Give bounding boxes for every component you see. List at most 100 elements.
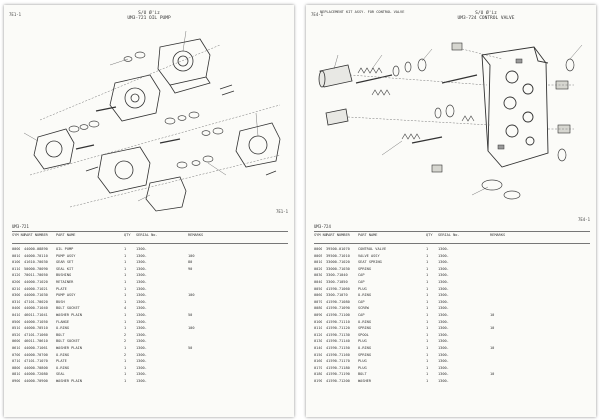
qty-cell: 1 — [426, 293, 429, 298]
serial-cell: 1300- — [136, 339, 147, 344]
serial-cell: 1300- — [136, 326, 147, 331]
part-number-cell: 41590-71080 — [326, 299, 350, 304]
page-id-top: 7E1-1 — [9, 12, 22, 17]
table-rule-top — [314, 231, 590, 232]
qty-cell: 1 — [426, 253, 429, 258]
part-name-cell: BOLT — [56, 332, 65, 337]
part-name-cell: PLUG — [358, 359, 367, 364]
col-sym: SYM NO. — [314, 233, 330, 237]
col-qty: QTY — [426, 233, 433, 237]
qty-cell: 1 — [426, 319, 429, 324]
part-number-cell: 41590-71110 — [326, 319, 350, 324]
sym-cell: 0160 — [314, 359, 322, 364]
part-name-cell: PUMP ASSY — [56, 253, 76, 258]
sym-cell: 0010 — [12, 253, 20, 258]
part-number-cell: 44000-71021 — [24, 286, 48, 291]
part-name-cell: O-RING — [358, 293, 371, 298]
sym-cell: 0000 — [314, 247, 322, 251]
qty-cell: 1 — [426, 365, 429, 370]
sym-cell: 0710 — [12, 359, 20, 364]
remarks-cell: 80 — [188, 260, 193, 265]
header-line: S/U Ø'iz — [475, 11, 497, 16]
qty-cell: 2 — [124, 352, 127, 357]
sym-cell: 0610 — [12, 345, 20, 350]
part-name-cell: RETAINER — [56, 279, 74, 284]
serial-cell: 1300- — [136, 273, 147, 278]
serial-cell: 1300- — [438, 345, 449, 350]
qty-cell: 1 — [426, 247, 429, 251]
sym-cell: 0180 — [314, 372, 322, 377]
exploded-diagram-oil-pump — [10, 25, 288, 215]
header-code: UM3-724 — [457, 16, 477, 21]
qty-cell: 1 — [124, 253, 127, 258]
part-number-cell: 3300-71040 — [326, 273, 348, 278]
part-name-cell: BOLT SOCKET — [56, 339, 80, 344]
page-id-top: 7E4-1 — [311, 12, 324, 17]
part-number-cell: 44000-70110 — [24, 253, 48, 258]
sym-cell: 0210 — [12, 286, 20, 291]
sym-cell: 0900 — [12, 378, 20, 383]
qty-cell: 1 — [124, 319, 127, 324]
serial-cell: 1300- — [136, 293, 147, 298]
qty-cell: 1 — [426, 339, 429, 344]
header-note: REPLACEMENT KIT ASSY. FOR CONTROL VALVE — [320, 10, 405, 14]
sym-cell: 0150 — [314, 352, 322, 357]
col-part-number: PART NUMBER — [326, 233, 350, 237]
qty-cell: 1 — [124, 359, 127, 364]
serial-cell: 1300- — [136, 345, 147, 350]
qty-cell: 1 — [426, 352, 429, 357]
part-number-cell: 41590-71120 — [326, 326, 350, 331]
part-number-cell: 33000-71030 — [326, 266, 350, 271]
serial-cell: 1300- — [136, 319, 147, 324]
table-header: SYM NO. PART NUMBER PART NAME QTY SERIAL… — [314, 233, 590, 243]
part-number-cell: 44000-71050 — [24, 319, 48, 324]
part-name-cell: WASHER — [358, 378, 371, 383]
qty-cell: 1 — [124, 378, 127, 383]
part-name-cell: PLATE — [56, 359, 67, 364]
col-remarks: REMARKS — [188, 233, 204, 237]
header-code: UM3-721 — [127, 16, 147, 21]
part-name-cell: PUMP ASSY — [56, 293, 76, 298]
serial-cell: 1300- — [438, 378, 449, 383]
sym-cell: 0120 — [12, 273, 20, 278]
part-name-cell: O-RING — [56, 352, 69, 357]
col-qty: QTY — [124, 233, 131, 237]
serial-cell: 1300- — [438, 365, 449, 370]
qty-cell: 2 — [124, 339, 127, 344]
serial-cell: 1300- — [438, 306, 449, 311]
remarks-cell: 100 — [188, 326, 195, 331]
serial-cell: 1300- — [136, 260, 147, 265]
remarks-cell: 50 — [188, 312, 193, 317]
qty-cell: 1 — [426, 260, 429, 265]
part-name-cell: FLANGE — [56, 319, 69, 324]
qty-cell: 1 — [124, 286, 127, 291]
part-number-cell: 41590-71100 — [326, 312, 350, 317]
part-number-cell: 44000-71020 — [24, 279, 48, 284]
part-name-cell: CAP — [358, 299, 365, 304]
serial-cell: 1300- — [438, 286, 449, 291]
part-name-cell: O-RING — [358, 319, 371, 324]
qty-cell: 1 — [426, 326, 429, 331]
part-number-cell: 41590-71180 — [326, 365, 350, 370]
sym-cell: 0100 — [12, 260, 20, 265]
qty-cell: 1 — [426, 345, 429, 350]
qty-cell: 1 — [124, 312, 127, 317]
serial-cell: 1300- — [136, 279, 147, 284]
part-name-cell: SCREW — [358, 306, 369, 311]
qty-cell: 1 — [426, 359, 429, 364]
sym-cell: 0700 — [12, 352, 20, 357]
part-name-cell: SEAT SPRING — [358, 260, 382, 265]
qty-cell: 1 — [124, 279, 127, 284]
part-name-cell: PLUG — [358, 286, 367, 291]
part-number-cell: 44000-72080 — [24, 372, 48, 377]
col-part-name: PART NAME — [358, 233, 378, 237]
serial-cell: 1300- — [136, 372, 147, 377]
